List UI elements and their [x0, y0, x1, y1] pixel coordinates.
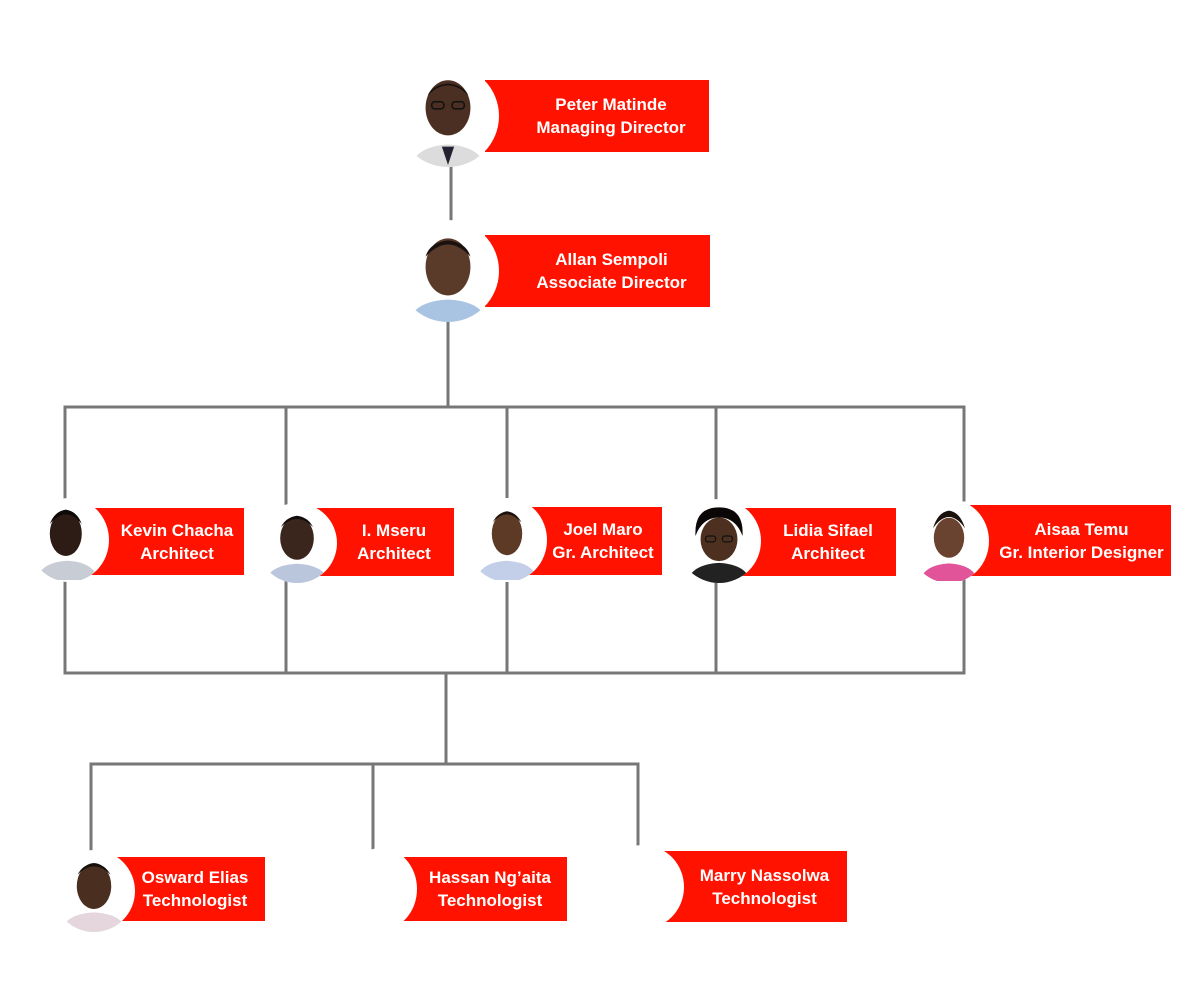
member-name: Hassan Ng’aita	[429, 868, 551, 887]
member-title: Architect	[357, 544, 431, 563]
photo-placeholder-hassan-ngaita	[345, 848, 417, 930]
member-photo-aisaa-temu	[909, 499, 989, 583]
member-name: Osward Elias	[141, 868, 249, 887]
member-title: Architect	[791, 544, 865, 563]
portrait-photo-icon	[37, 509, 98, 580]
member-name: Peter Matinde	[555, 95, 667, 114]
member-title: Gr. Architect	[552, 543, 654, 562]
member-title: Associate Director	[536, 273, 687, 292]
member-photo-joel-maro	[467, 498, 547, 582]
member-photo-kevin-chacha	[29, 498, 109, 582]
member-name: Joel Maro	[563, 520, 643, 539]
portrait-photo-icon	[687, 507, 751, 583]
portrait-photo-icon	[411, 80, 485, 167]
portrait-photo-icon	[476, 511, 538, 580]
portrait-photo-icon	[920, 510, 978, 581]
photo-placeholder-marry-nassolwa	[602, 845, 684, 929]
member-photo-osward-elias	[53, 850, 135, 932]
member-photo-lidia-sifael	[677, 499, 761, 583]
member-card-joel-maro: Joel Maro Gr. Architect	[526, 507, 662, 575]
member-name: Marry Nassolwa	[699, 865, 830, 885]
member-photo-peter-matinde	[397, 65, 499, 167]
member-title: Architect	[140, 543, 214, 563]
member-title: Technologist	[142, 891, 248, 910]
member-title: Technologist	[437, 891, 543, 910]
member-photo-i-mseru	[257, 503, 337, 583]
portrait-photo-icon	[409, 238, 487, 322]
member-title: Managing Director	[536, 118, 686, 137]
portrait-photo-icon	[61, 863, 127, 932]
member-card-allan-sempoli: Allan Sempoli Associate Director	[485, 235, 710, 307]
member-card-marry-nassolwa: Marry Nassolwa Technologist	[658, 851, 847, 922]
member-card-hassan-ngaita: Hassan Ng’aita Technologist	[399, 857, 567, 921]
member-name: Aisaa Temu	[1034, 519, 1129, 539]
member-name: I. Mseru	[361, 521, 427, 540]
member-name: Allan Sempoli	[555, 250, 668, 269]
member-name: Kevin Chacha	[120, 520, 234, 540]
member-title: Technologist	[712, 888, 817, 908]
member-title: Gr. Interior Designer	[999, 542, 1164, 562]
member-photo-allan-sempoli	[397, 220, 499, 322]
portrait-photo-icon	[265, 515, 329, 583]
member-card-lidia-sifael: Lidia Sifael Architect	[736, 508, 896, 576]
member-card-kevin-chacha: Kevin Chacha Architect	[88, 508, 244, 575]
member-card-peter-matinde: Peter Matinde Managing Director	[485, 80, 709, 152]
member-name: Lidia Sifael	[783, 521, 873, 540]
member-card-osward-elias: Osward Elias Technologist	[113, 857, 265, 921]
member-card-aisaa-temu: Aisaa Temu Gr. Interior Designer	[970, 505, 1171, 576]
